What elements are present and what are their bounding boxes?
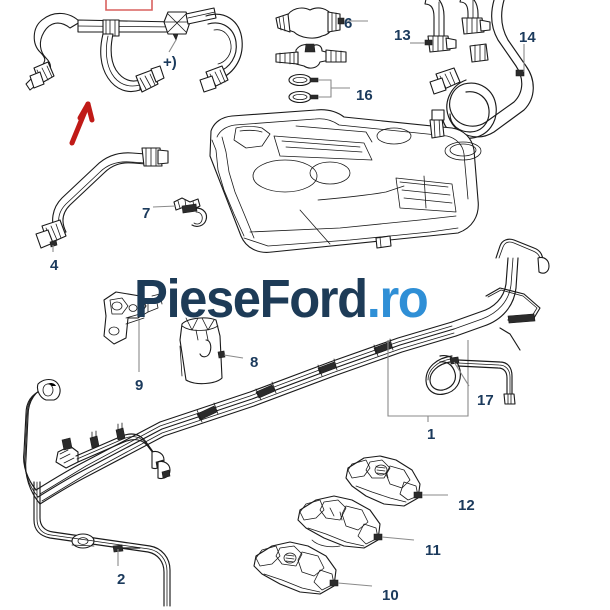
part-6-fuel-vapour-valve (275, 7, 345, 39)
part-17-vent-pipe-loop (425, 355, 516, 405)
callout-label-14: 14 (519, 29, 536, 46)
callout-label-12: 12 (458, 497, 475, 514)
part-10-fuel-line-retaining-clip-small (253, 541, 339, 595)
vent-pipes-right (485, 238, 550, 351)
part-11-fuel-line-retaining-clip-medium (297, 495, 383, 549)
part-7-retaining-clip (173, 197, 208, 227)
leader-line-10 (337, 582, 373, 587)
part-8-charcoal-canister-cover (179, 317, 226, 385)
connector-fitting (275, 43, 347, 69)
callout-label-11: 11 (425, 542, 441, 559)
callout-label-5: +) (163, 54, 177, 71)
vapour-hose-assembly (25, 7, 243, 93)
watermark-main-text: PieseFord (134, 269, 368, 329)
part-16-o-ring-seal-set (288, 73, 319, 104)
leader-line-1 (387, 340, 469, 422)
callout-label-9: 9 (135, 377, 144, 394)
callout-label-10: 10 (382, 587, 399, 604)
part-2-fuel-pipe-rear-section (33, 481, 171, 607)
part-4-fuel-filler-vent-hose (35, 147, 169, 249)
callout-label-8: 8 (250, 354, 259, 371)
callout-label-16: 16 (356, 87, 373, 104)
part-13-fuel-hose-upper (424, 0, 491, 53)
leader-line-16 (318, 79, 350, 98)
watermark-tld-text: ro (379, 269, 428, 329)
callout-label-4: 4 (50, 257, 59, 274)
leader-line-11 (381, 536, 415, 541)
callout-label-7: 7 (142, 205, 151, 222)
red-highlight-box (105, 0, 153, 11)
callout-label-2: 2 (117, 571, 126, 588)
part-12-fuel-line-retaining-clip-large (345, 455, 423, 507)
leader-line-5 (168, 39, 177, 53)
leader-line-17 (453, 361, 470, 387)
part-9-mounting-bracket (103, 291, 163, 345)
red-arrow-marker (69, 101, 95, 146)
callout-label-17: 17 (477, 392, 494, 409)
callout-label-6: 6 (344, 15, 353, 32)
leader-line-8 (223, 354, 244, 359)
callout-label-1: 1 (427, 426, 436, 443)
fuel-tank-body (209, 109, 482, 253)
watermark-dot: . (366, 269, 381, 329)
part-14-fuel-hose-loop (429, 0, 534, 139)
watermark-piesefordro: PieseFord.ro (134, 269, 429, 329)
leader-line-7 (152, 205, 177, 208)
part-1-fuel-feed-and-return-pipe-assembly (23, 257, 519, 505)
callout-label-13: 13 (394, 27, 411, 44)
